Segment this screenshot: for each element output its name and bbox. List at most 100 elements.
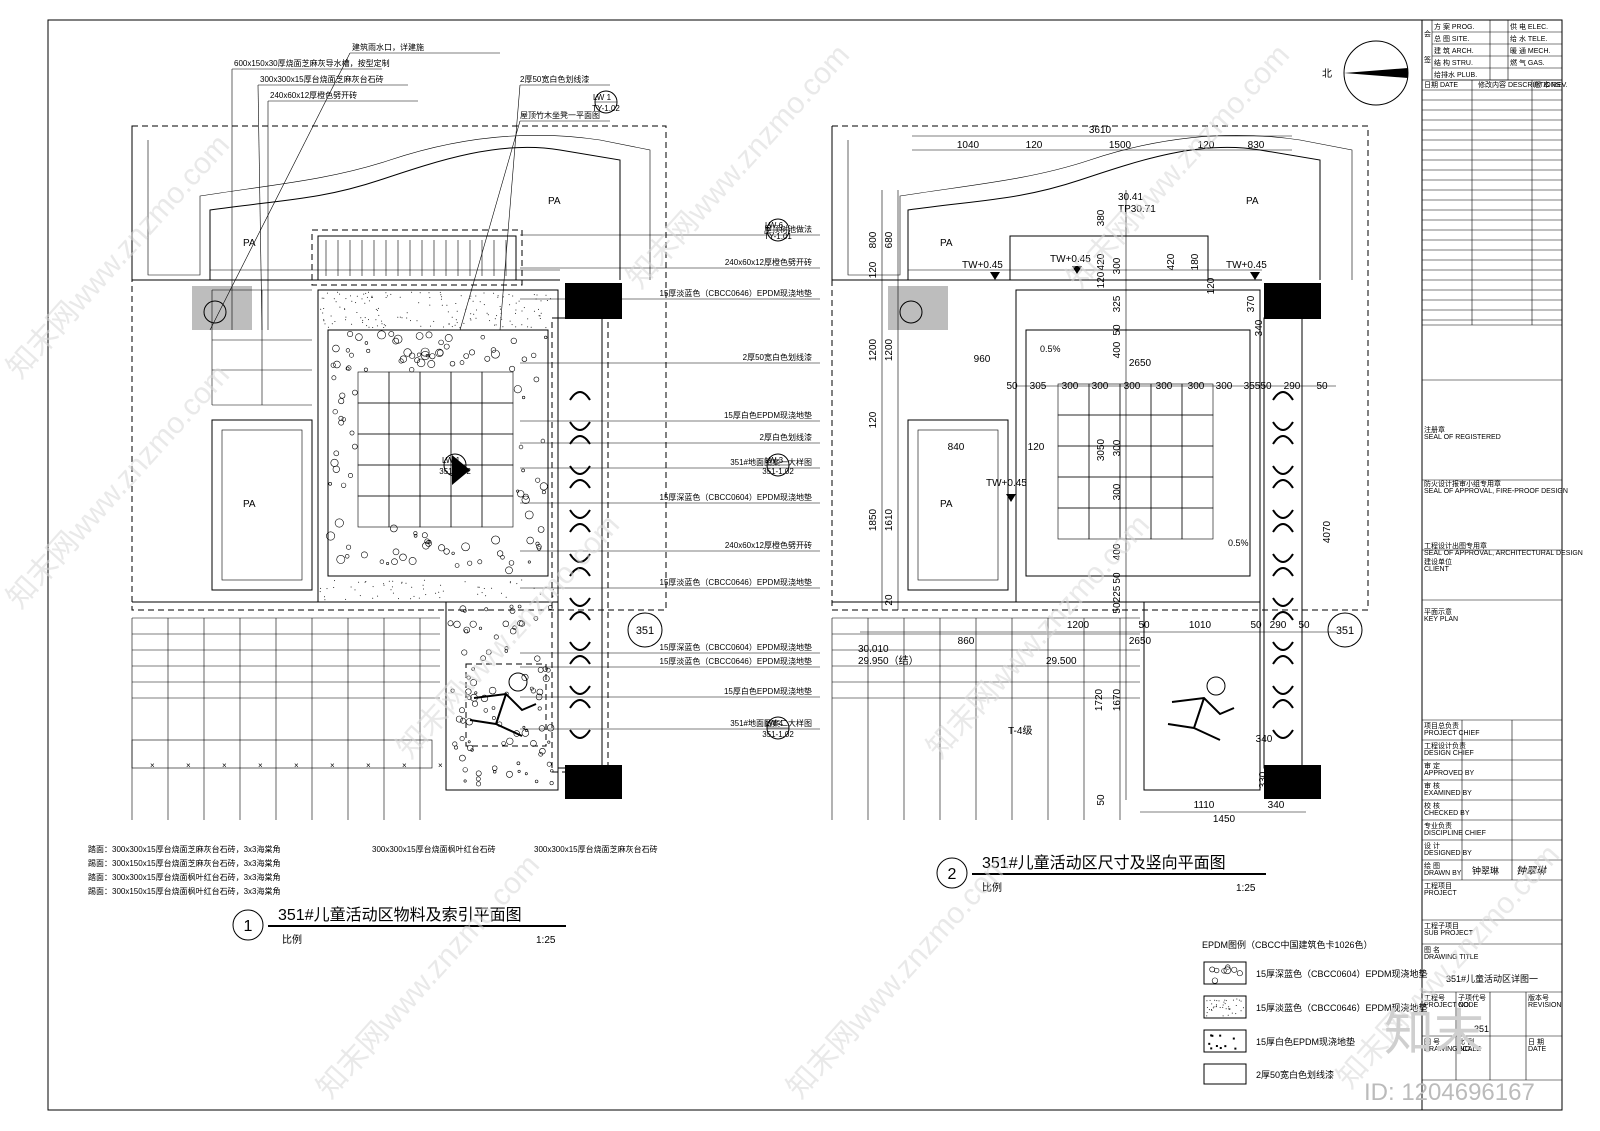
role-label: DRAWN BY: [1424, 870, 1462, 877]
epdm-dot: [406, 317, 408, 319]
legend-swatch-white-pattern: [1208, 1034, 1237, 1050]
epdm-speckle: [334, 518, 344, 528]
epdm-dot: [319, 591, 321, 593]
epdm-speckle: [339, 392, 346, 399]
plan2-tile-grid: [1057, 383, 1214, 540]
epdm-dot: [509, 581, 511, 583]
epdm-speckle: [332, 344, 340, 353]
epdm-dot: [538, 308, 539, 310]
epdm-dot: [390, 293, 392, 295]
epdm-speckle: [509, 608, 516, 614]
epdm-dot: [401, 317, 403, 319]
seal-label: KEY PLAN: [1424, 616, 1458, 623]
epdm-speckle: [427, 539, 432, 544]
plan2-dim: 120: [1026, 140, 1043, 151]
tile-x-mark: ×: [186, 761, 191, 770]
epdm-speckle: [351, 443, 358, 450]
dimension-label: 340: [1268, 800, 1285, 811]
epdm-dot: [326, 292, 328, 294]
elevation-triangle: [1006, 494, 1016, 502]
dimension-label: 355: [1244, 381, 1261, 392]
dimension-label: 300: [1156, 381, 1173, 392]
plan2-bench: [1009, 235, 1209, 281]
epdm-dot: [327, 326, 329, 328]
epdm-dot: [351, 300, 353, 302]
epdm-dot: [420, 325, 422, 327]
dimension-label: 120: [868, 411, 879, 428]
epdm-speckle: [484, 607, 489, 612]
epdm-dot: [335, 301, 337, 303]
epdm-dot: [481, 592, 483, 594]
epdm-dot: [441, 304, 443, 306]
legend-swatch-white: [1203, 1029, 1247, 1053]
slope-label: 0.5%: [1040, 344, 1061, 354]
swatch-dot: [1224, 999, 1226, 1001]
legend-item: 15厚白色EPDM现浇地垫: [1256, 1036, 1355, 1047]
epdm-dot: [539, 315, 541, 317]
epdm-dot: [383, 324, 385, 326]
epdm-speckle: [399, 553, 407, 561]
epdm-speckle: [535, 477, 541, 483]
epdm-speckle: [513, 385, 522, 394]
discipline-name: 供 电 ELEC.: [1510, 22, 1548, 31]
dimension-label: 290: [1284, 381, 1301, 392]
epdm-dot: [399, 316, 401, 318]
role-label: DESIGN CHIEF: [1424, 750, 1474, 757]
epdm-dot: [483, 292, 485, 294]
role-label: 审 核: [1424, 781, 1440, 790]
dimension-label: 420: [1096, 253, 1107, 270]
epdm-dot: [521, 579, 523, 581]
swatch-dot: [1235, 1013, 1237, 1015]
epdm-dot: [360, 317, 362, 319]
epdm-speckle: [429, 353, 436, 360]
dimension-label: 800: [868, 231, 879, 248]
epdm-speckle: [379, 559, 385, 564]
discipline-name: 结 构 STRU.: [1434, 58, 1473, 67]
epdm-dot: [368, 291, 369, 293]
plan2-dim: 1040: [957, 140, 980, 151]
swatch-mark: [1215, 1045, 1218, 1048]
swatch-mark: [1219, 1046, 1222, 1049]
dimension-label: 680: [884, 231, 895, 248]
epdm-dot: [476, 309, 477, 311]
dimension-label: 3050: [1096, 438, 1107, 461]
epdm-dot: [429, 297, 431, 299]
epdm-dot: [509, 304, 511, 306]
plan1-material-label: 15厚白色EPDM现浇地垫: [724, 410, 812, 420]
epdm-speckle: [421, 532, 428, 539]
swatch-speckle: [1221, 968, 1227, 974]
epdm-speckle: [547, 740, 551, 744]
floor-tile: [450, 495, 483, 528]
role-label: 校 核: [1424, 801, 1440, 810]
epdm-speckle: [539, 747, 546, 755]
dimension-label: 960: [974, 354, 991, 365]
epdm-dot: [361, 298, 363, 300]
epdm-dot: [381, 323, 383, 325]
swatch-dot: [1206, 1015, 1208, 1017]
epdm-dot: [381, 320, 383, 322]
epdm-speckle: [550, 769, 554, 773]
epdm-dot: [385, 325, 387, 327]
epdm-speckle: [521, 673, 529, 681]
epdm-dot: [511, 324, 513, 326]
dimension-label: 300: [1112, 257, 1123, 274]
floor-tile: [1150, 414, 1183, 447]
dimension-label: 300: [1062, 381, 1079, 392]
elevation-label: TW+0.45: [1050, 254, 1091, 265]
floor-tile: [450, 402, 483, 435]
epdm-speckle: [490, 349, 500, 359]
wave-mark: [1272, 699, 1294, 739]
dimension-label: 1200: [1067, 620, 1090, 631]
epdm-dot: [521, 310, 523, 312]
epdm-dot: [456, 322, 458, 324]
epdm-speckle: [459, 707, 465, 714]
plan1-drain-circle: [203, 300, 227, 324]
plan1-epdm-inner: [327, 329, 549, 577]
epdm-dot: [439, 291, 441, 293]
runner-head: [508, 672, 528, 692]
epdm-speckle: [506, 770, 513, 778]
epdm-dot: [500, 308, 501, 310]
legend-item: 15厚深蓝色（CBCC0604）EPDM现浇地垫: [1256, 968, 1428, 979]
index-callout-label: LW 1: [442, 456, 461, 465]
epdm-speckle: [534, 779, 539, 784]
